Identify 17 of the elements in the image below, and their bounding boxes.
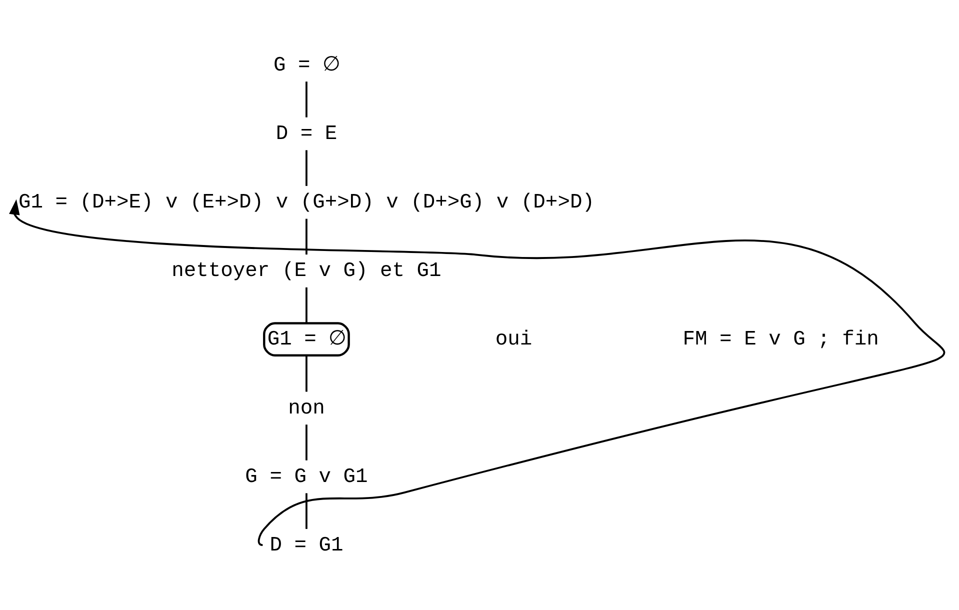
node-text: non (288, 397, 325, 420)
node-text: FM = E v G ; fin (682, 328, 879, 352)
connector (306, 82, 308, 118)
label: oui (495, 328, 532, 352)
node-text: G = G v G1 (245, 466, 368, 489)
connector (306, 356, 308, 392)
connector (306, 218, 308, 255)
connector (306, 150, 308, 186)
connector (306, 424, 308, 460)
node-box: G1 = ∅ (263, 322, 350, 356)
connector (306, 287, 308, 324)
node-text: G1 = (D+>E) v (E+>D) v (G+>D) v (D+>G) v (D+>D) (18, 192, 594, 214)
node-text: D = E (276, 122, 338, 146)
node-text: D = G1 (270, 534, 344, 558)
node-text: G = ∅ (273, 54, 340, 78)
node-text: nettoyer (E v G) et G1 (172, 260, 442, 284)
connector (306, 493, 308, 529)
